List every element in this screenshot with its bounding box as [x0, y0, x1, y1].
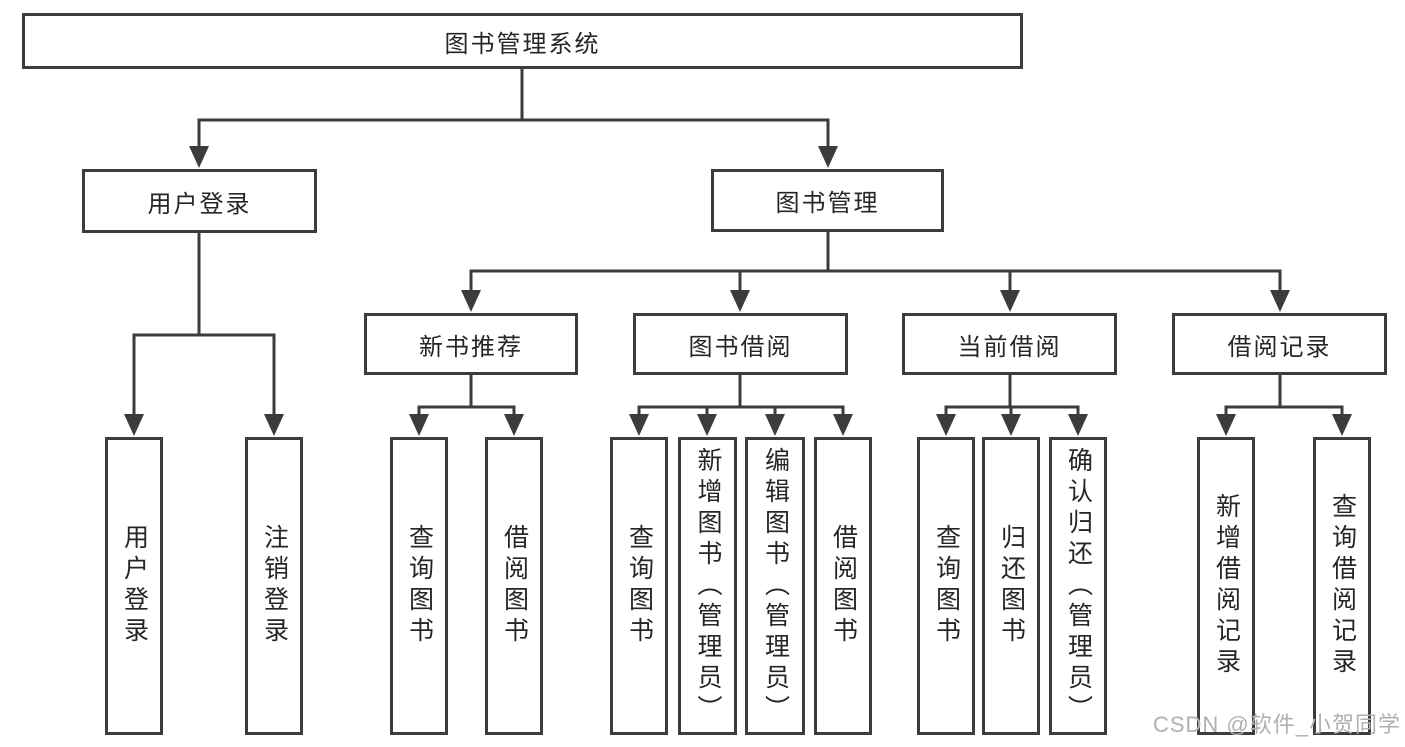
- leaf-borrowing-edit-admin: 编辑图书（管理员）: [745, 437, 805, 735]
- leaf-newbooks-query: 查询图书: [390, 437, 448, 735]
- node-library-system-label: 图书管理系统: [444, 30, 601, 58]
- leaf-records-query-label: 查询借阅记录: [1328, 493, 1357, 679]
- leaf-borrowing-borrow: 借阅图书: [814, 437, 872, 735]
- node-current-borrowing: 当前借阅: [902, 313, 1117, 375]
- leaf-records-add: 新增借阅记录: [1197, 437, 1255, 735]
- leaf-borrowing-add-admin: 新增图书（管理员）: [678, 437, 737, 735]
- connectors-user-login: [124, 233, 284, 436]
- connectors-records: [1216, 375, 1352, 436]
- leaf-records-add-label: 新增借阅记录: [1212, 493, 1241, 679]
- leaf-current-confirm-admin: 确认归还（管理员）: [1049, 437, 1107, 735]
- connectors-book-mgmt: [461, 232, 1290, 312]
- node-book-management: 图书管理: [711, 169, 944, 232]
- node-book-borrowing-label: 图书借阅: [688, 333, 793, 361]
- leaf-current-query-label: 查询图书: [932, 524, 961, 648]
- leaf-borrowing-query-label: 查询图书: [625, 524, 654, 648]
- leaf-newbooks-query-label: 查询图书: [405, 524, 434, 648]
- leaf-logout-label: 注销登录: [260, 524, 289, 648]
- connectors-root: [189, 68, 838, 168]
- node-library-system: 图书管理系统: [22, 13, 1023, 69]
- leaf-current-return: 归还图书: [982, 437, 1040, 735]
- leaf-user-login-label: 用户登录: [120, 524, 149, 648]
- leaf-newbooks-borrow-label: 借阅图书: [500, 524, 529, 648]
- node-borrow-records-label: 借阅记录: [1227, 333, 1332, 361]
- leaf-borrowing-edit-admin-label: 编辑图书（管理员）: [761, 446, 790, 726]
- leaf-logout: 注销登录: [245, 437, 303, 735]
- leaf-current-return-label: 归还图书: [997, 524, 1026, 648]
- leaf-current-query: 查询图书: [917, 437, 975, 735]
- node-borrow-records: 借阅记录: [1172, 313, 1387, 375]
- node-new-book-recommend-label: 新书推荐: [419, 333, 523, 361]
- node-new-book-recommend: 新书推荐: [364, 313, 578, 375]
- leaf-borrowing-add-admin-label: 新增图书（管理员）: [694, 446, 722, 726]
- leaf-user-login: 用户登录: [105, 437, 163, 735]
- connectors-new-books: [409, 375, 524, 436]
- connectors-current: [936, 375, 1088, 436]
- node-book-management-label: 图书管理: [775, 190, 880, 217]
- leaf-borrowing-borrow-label: 借阅图书: [829, 524, 858, 648]
- node-user-login-label: 用户登录: [147, 190, 252, 218]
- leaf-current-confirm-admin-label: 确认归还（管理员）: [1064, 446, 1093, 726]
- connectors-borrowing: [629, 375, 853, 436]
- node-current-borrowing-label: 当前借阅: [957, 333, 1062, 361]
- leaf-newbooks-borrow: 借阅图书: [485, 437, 543, 735]
- node-user-login: 用户登录: [82, 169, 317, 233]
- node-book-borrowing: 图书借阅: [633, 313, 848, 375]
- leaf-records-query: 查询借阅记录: [1313, 437, 1371, 735]
- leaf-borrowing-query: 查询图书: [610, 437, 668, 735]
- csdn-watermark: CSDN @软件_小贺同学: [1152, 712, 1401, 737]
